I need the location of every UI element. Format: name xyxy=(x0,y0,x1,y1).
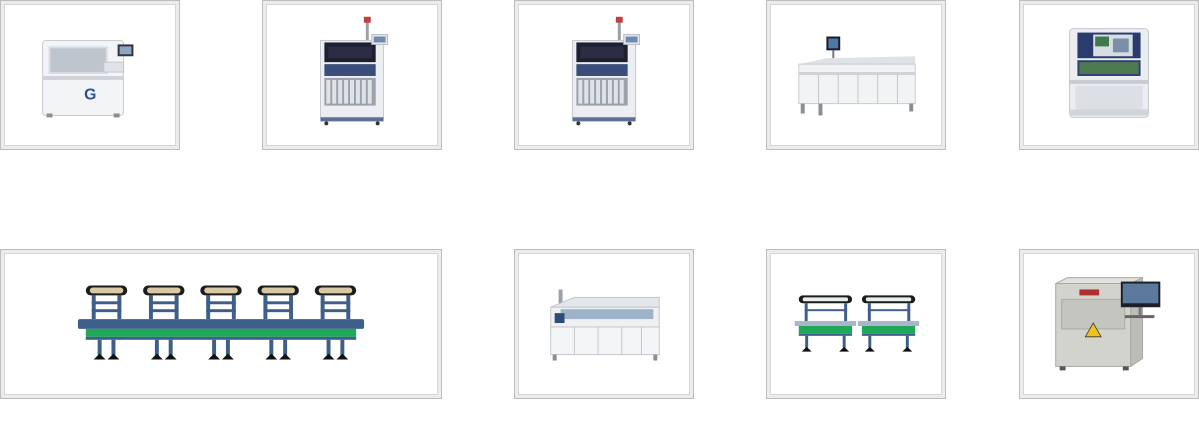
aoi-inspection-machine-image xyxy=(1069,28,1149,118)
pick-and-place-machine-2-tile[interactable] xyxy=(514,0,694,150)
wave-soldering-machine-tile[interactable] xyxy=(514,249,694,399)
conveyor-line-long-tile[interactable] xyxy=(0,249,442,399)
pick-and-place-machine-2-image xyxy=(571,16,641,126)
wave-soldering-machine-image xyxy=(550,289,660,361)
reflow-oven-image xyxy=(798,36,916,116)
conveyor-line-long-image xyxy=(77,285,365,360)
pick-and-place-machine-1-tile[interactable] xyxy=(262,0,442,150)
reflow-oven-tile[interactable] xyxy=(766,0,946,150)
xray-inspection-machine-tile[interactable] xyxy=(1019,249,1199,399)
aoi-inspection-machine-tile[interactable] xyxy=(1019,0,1199,150)
stencil-printer-image: G xyxy=(42,39,134,118)
conveyor-line-short-tile[interactable] xyxy=(766,249,946,399)
pick-and-place-machine-1-image xyxy=(319,16,389,126)
xray-inspection-machine-image xyxy=(1055,276,1161,371)
stencil-printer-tile[interactable]: G xyxy=(0,0,180,150)
printer-logo: G xyxy=(84,87,96,104)
conveyor-line-short-image xyxy=(794,295,920,352)
